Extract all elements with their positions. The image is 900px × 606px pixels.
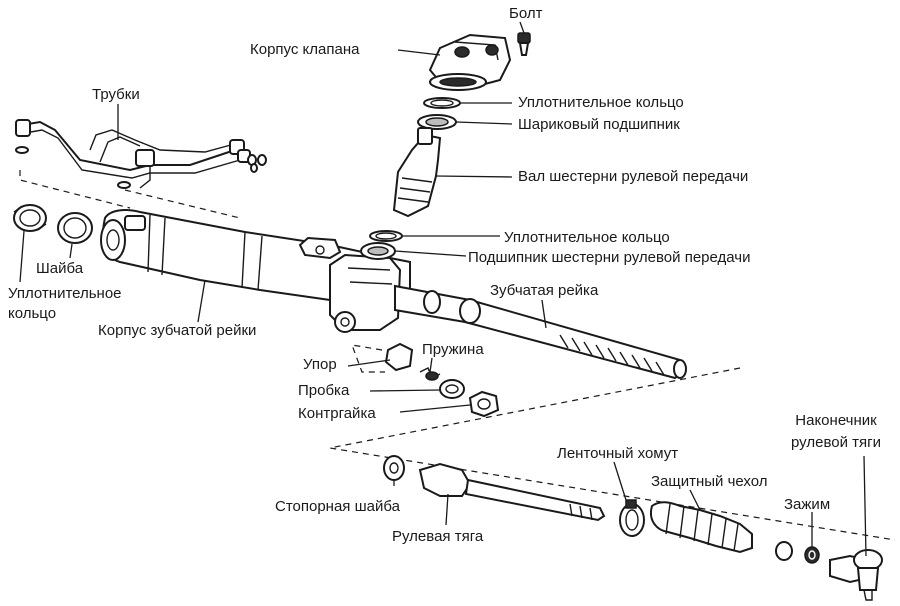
clip-part xyxy=(775,541,820,564)
label-seal-ring-left-line1: Уплотнительное xyxy=(8,285,122,302)
label-bolt: Болт xyxy=(509,5,543,22)
pinion-bearing-part xyxy=(360,242,396,260)
label-spring: Пружина xyxy=(422,341,484,358)
tubes-part xyxy=(15,119,267,189)
guide-part xyxy=(384,342,414,372)
label-tie-rod: Рулевая тяга xyxy=(392,528,484,545)
seal-ring-left-part xyxy=(13,204,47,232)
label-seal-ring-mid: Уплотнительное кольцо xyxy=(504,229,670,246)
label-guide: Упор xyxy=(303,356,337,373)
label-tubes: Трубки xyxy=(92,86,140,103)
leader-lines xyxy=(19,21,867,557)
rack-housing-part xyxy=(100,209,411,333)
label-tie-rod-end-line1: Наконечник xyxy=(795,412,877,429)
rack-part xyxy=(394,284,687,380)
label-rack: Зубчатая рейка xyxy=(490,282,599,299)
label-seal-ring-left-line2: кольцо xyxy=(8,305,57,322)
ball-bearing-part xyxy=(417,114,457,130)
label-tie-rod-end-line2: рулевой тяги xyxy=(791,434,881,451)
lock-washer-part xyxy=(383,455,405,481)
label-washer: Шайба xyxy=(36,260,84,277)
label-ball-bearing: Шариковый подшипник xyxy=(518,116,680,133)
band-clamp-part xyxy=(619,499,645,537)
washer-part xyxy=(57,212,93,244)
boot-part xyxy=(650,501,753,554)
bolt-part xyxy=(517,32,531,56)
label-seal-ring-top: Уплотнительное кольцо xyxy=(518,94,684,111)
locknut-part xyxy=(468,390,500,418)
label-lock-washer: Стопорная шайба xyxy=(275,498,400,515)
valve-body-part xyxy=(428,33,512,91)
label-rack-housing: Корпус зубчатой рейки xyxy=(98,322,257,339)
label-locknut: Контргайка xyxy=(298,405,376,422)
label-boot: Защитный чехол xyxy=(651,473,768,490)
label-clip: Зажим xyxy=(784,496,831,513)
tie-rod-part xyxy=(418,462,606,522)
tie-rod-end-part xyxy=(829,549,883,601)
seal-ring-top-part xyxy=(423,97,461,109)
label-pinion-shaft: Вал шестерни рулевой передачи xyxy=(518,168,749,185)
plug-part xyxy=(439,379,465,399)
pinion-shaft-part xyxy=(392,127,442,218)
label-pinion-bearing: Подшипник шестерни рулевой передачи xyxy=(468,249,751,266)
spring-part xyxy=(419,367,441,381)
label-plug: Пробка xyxy=(298,382,350,399)
assembly-guide-lines xyxy=(19,170,896,541)
label-valve-body: Корпус клапана xyxy=(250,41,360,58)
seal-ring-mid-part xyxy=(369,230,403,242)
label-band-clamp: Ленточный хомут xyxy=(557,445,679,462)
